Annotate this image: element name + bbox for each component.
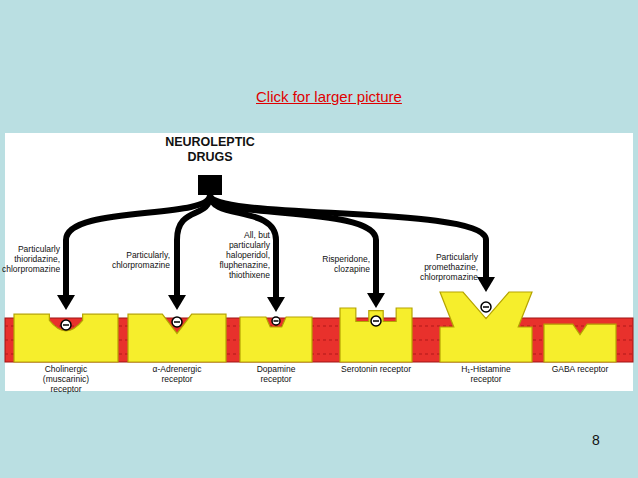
receptor-name: H₁-Histamine receptor [448,364,524,384]
arrowhead [267,297,285,312]
receptor-outline [544,324,616,362]
receptor-outline [440,292,532,362]
receptor-name: GABA receptor [535,364,625,374]
drug-source-box: NEUROLEPTIC DRUGS [198,175,222,195]
receptor-name: Cholinergic (muscarinic) receptor [34,364,98,394]
receptor-box: GABA receptor [544,320,616,362]
drug-label: Particularly promethazine, chlorpromazin… [396,252,478,282]
arrowhead [168,295,186,310]
connector-line [66,195,210,295]
receptor-name: Serotonin receptor [341,364,411,374]
receptor-box: Cholinergic (muscarinic) receptor [14,310,118,362]
page-number: 8 [592,432,600,448]
receptor-shape [14,310,118,362]
arrow-connector [57,195,210,310]
arrowhead [367,293,385,308]
drug-label: Particularly thioridazine, chlorpromazin… [2,244,60,274]
arrow-connector [210,195,495,292]
receptor-outline [240,317,312,362]
receptor-shape [544,320,616,362]
arrowhead [57,295,75,310]
arrow-connector [168,195,210,310]
receptor-name: Dopamine receptor [244,364,308,384]
receptor-outline [14,314,118,362]
connector-line [177,195,210,295]
arrowhead [477,277,495,292]
drug-label: Risperidone, clozapine [312,254,370,274]
diagram-heading: NEUROLEPTIC DRUGS [150,135,270,165]
hyperlink-text: Click for larger picture [256,88,402,105]
drug-label: All, but particularly haloperidol, fluph… [212,230,270,280]
receptor-outline [340,308,412,362]
receptor-outline [128,314,226,362]
receptor-name: α-Adrenergic receptor [139,364,215,384]
connector-line [210,195,486,277]
drug-label: Particularly, chlorpromazine [108,250,170,270]
